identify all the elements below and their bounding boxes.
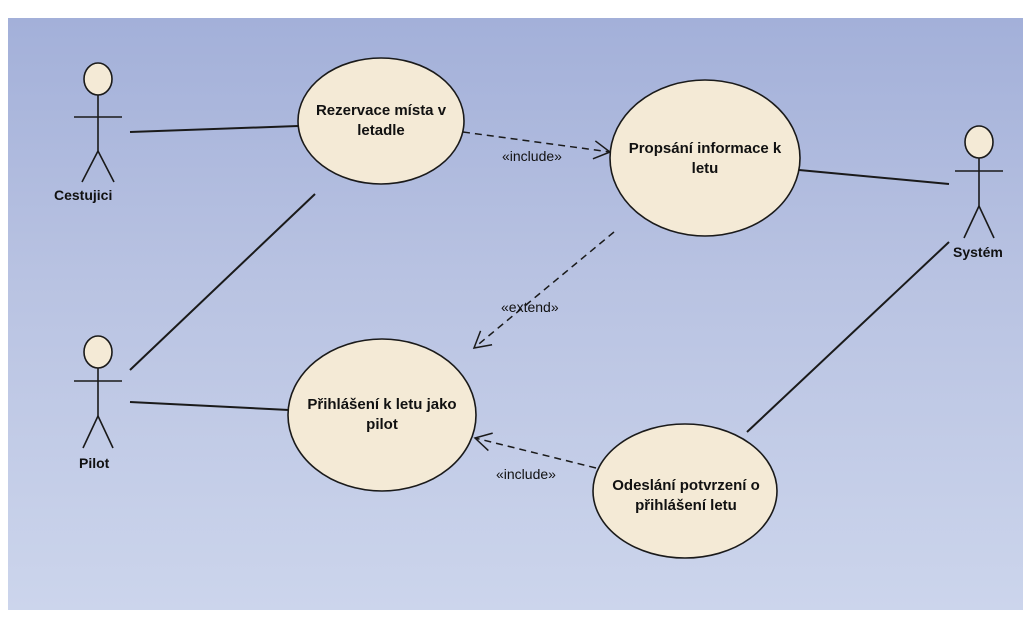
actor-system-figure — [955, 125, 1003, 239]
include-odeslani-prihlaseni — [473, 432, 597, 469]
actor-cestujici-label: Cestujici — [54, 187, 113, 203]
actor-pilot-figure — [74, 335, 122, 449]
use-case-diagram: Rezervace místa v letadle Propsání infor… — [8, 18, 1023, 610]
use-case-prihlaseni-line2: pilot — [366, 416, 398, 433]
assoc-pilot-prihlaseni — [129, 401, 290, 411]
include-label-2: «include» — [496, 466, 556, 482]
use-case-rezervace: Rezervace místa v letadle — [298, 84, 464, 158]
use-case-prihlaseni-ellipse — [287, 338, 477, 492]
use-case-odeslani-ellipse — [592, 423, 778, 559]
diagram-svg — [74, 57, 1003, 559]
use-case-odeslani-line2: přihlášení letu — [635, 497, 737, 514]
assoc-system-odeslani — [746, 241, 950, 433]
use-case-prihlaseni: Přihlášení k letu jako pilot — [290, 378, 474, 452]
use-case-odeslani-line1: Odeslání potvrzení o — [612, 477, 760, 494]
use-case-prihlaseni-line1: Přihlášení k letu jako — [307, 396, 457, 413]
actor-pilot-label: Pilot — [79, 455, 110, 471]
use-case-propsani-ellipse — [609, 79, 801, 237]
assoc-pilot-rezervace — [129, 193, 316, 371]
include-rezervace-propsani — [462, 131, 612, 160]
use-case-propsani-line2: letu — [691, 160, 719, 177]
use-case-propsani-line1: Propsání informace k — [628, 140, 782, 157]
extend-propsani-prihlaseni — [472, 231, 615, 349]
include-label-1: «include» — [502, 148, 562, 164]
actor-system-label: Systém — [953, 244, 1003, 260]
use-case-propsani: Propsání informace k letu — [612, 122, 798, 196]
use-case-odeslani: Odeslání potvrzení o přihlášení letu — [594, 459, 778, 533]
use-case-rezervace-line2: letadle — [357, 122, 405, 139]
assoc-propsani-system — [798, 169, 950, 185]
page-caption — [100, 0, 720, 14]
extend-label: «extend» — [501, 299, 559, 315]
use-case-rezervace-ellipse — [297, 57, 465, 185]
use-case-rezervace-line1: Rezervace místa v — [315, 102, 447, 119]
assoc-cestujici-rezervace — [129, 125, 299, 133]
actor-cestujici-figure — [74, 62, 122, 183]
